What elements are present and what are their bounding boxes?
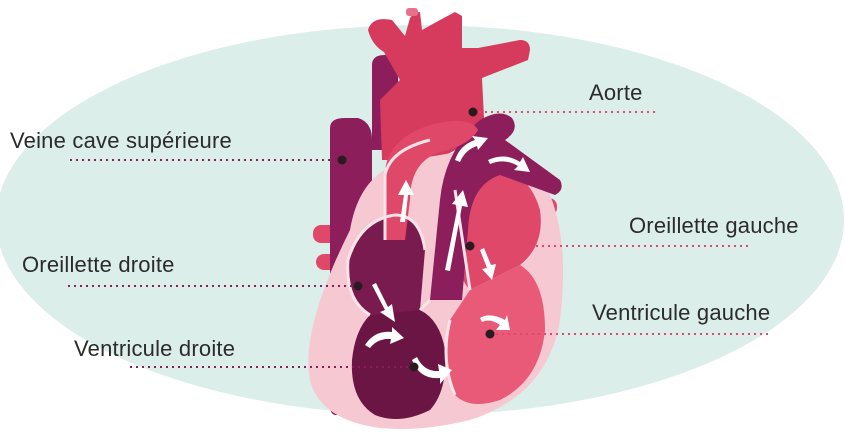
dot-left-ventricle (486, 330, 495, 339)
dot-vcs (338, 156, 347, 165)
label-aorta: Aorte (589, 80, 643, 106)
label-right-atrium: Oreillette droite (22, 252, 175, 278)
label-right-ventricle: Ventricule droite (74, 336, 235, 362)
label-left-ventricle: Ventricule gauche (592, 300, 770, 326)
dot-aorta (469, 108, 478, 117)
dot-right-ventricle (410, 363, 419, 372)
dot-right-atrium (354, 282, 363, 291)
right-ventricle-shape (352, 310, 446, 419)
label-left-atrium: Oreillette gauche (629, 213, 799, 239)
dot-left-atrium (466, 242, 475, 251)
label-superior-vena-cava: Veine cave supérieure (10, 128, 232, 154)
